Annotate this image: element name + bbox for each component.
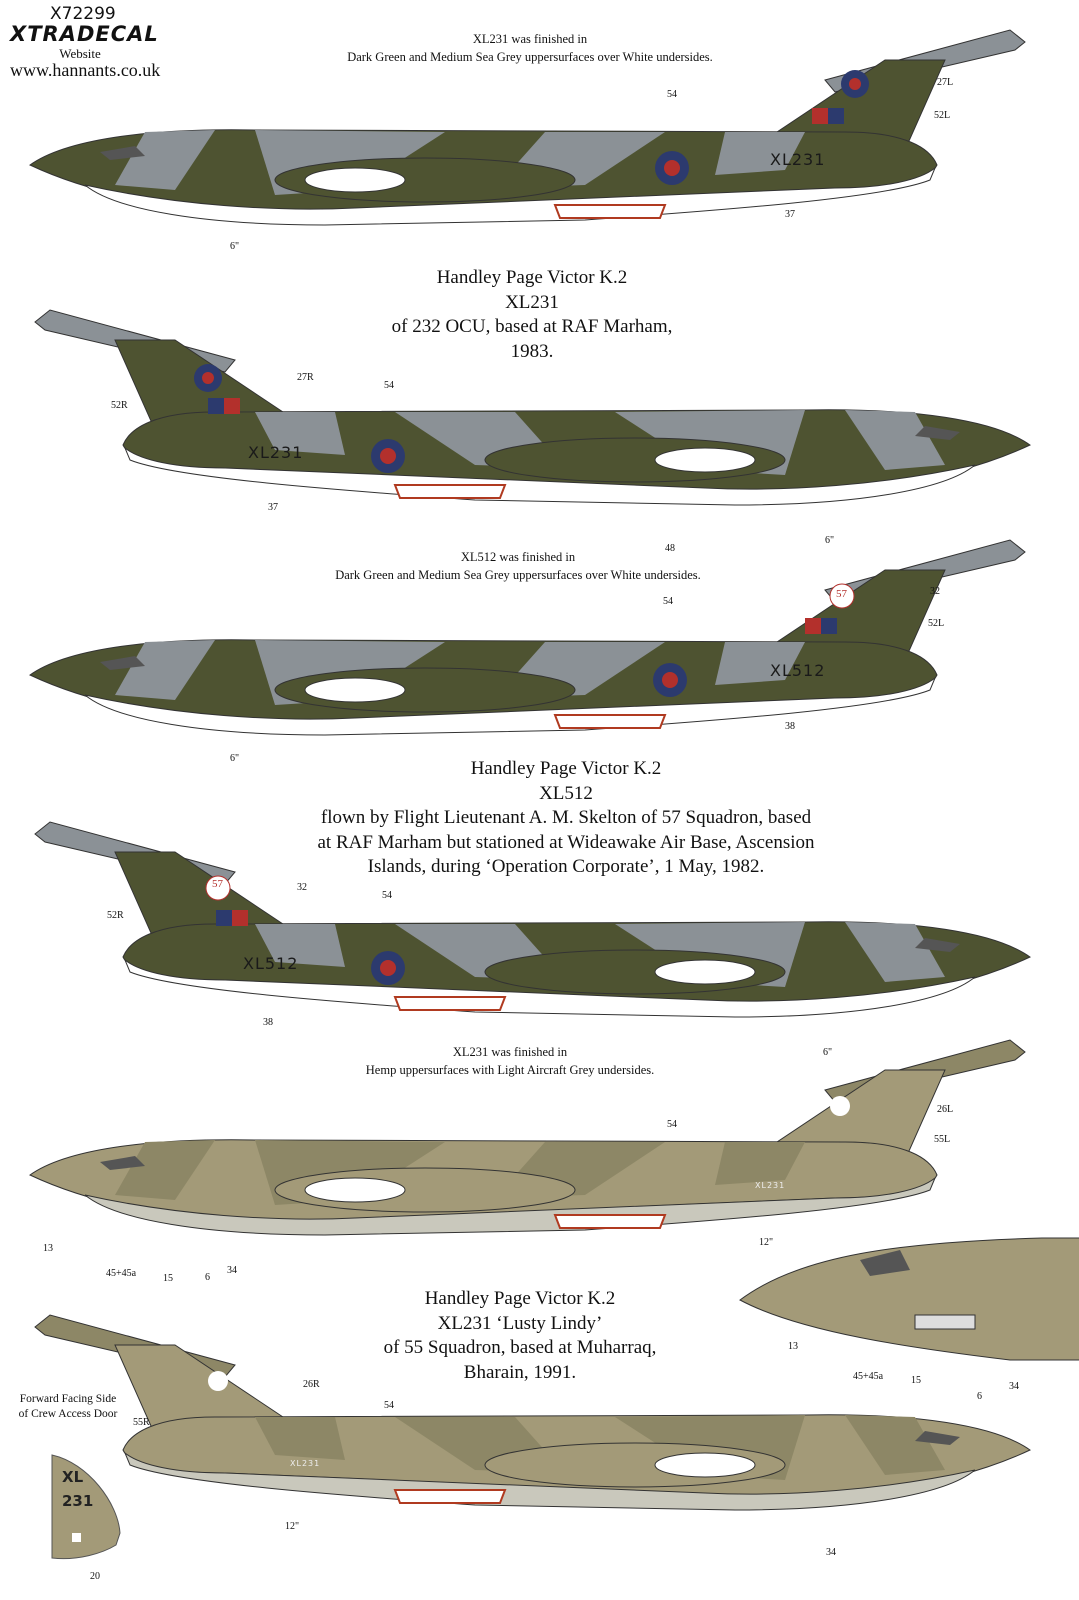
title-line: XL231 ‘Lusty Lindy’ [437,1312,603,1334]
aircraft-profile-xl512-right [30,812,1040,1052]
xtradecal-logo: X72299 XTRADECAL Website www.hannants.co… [10,4,180,81]
title-line: Handley Page Victor K.2 [424,1288,616,1309]
website-label: Website [59,46,101,61]
callout: 12" [285,1521,300,1532]
callout: 20 [90,1571,100,1582]
callout: 45+45a [853,1371,884,1382]
callout: 52R [107,910,124,921]
callout: 6" [823,1047,833,1058]
callout: 38 [263,1017,273,1028]
callout: 27L [937,77,954,88]
callout: 6 [205,1272,210,1283]
callout: 52L [928,618,945,629]
door-caption: Forward Facing Side of Crew Access Door [12,1392,124,1422]
callout: 6" [825,535,835,546]
callout: 6" [230,753,240,764]
serial: XL512 [243,954,299,973]
title-line: of 232 OCU, based at RAF Marham, [391,316,673,337]
callout: 15 [911,1375,921,1386]
callout: 26R [303,1379,320,1390]
brand-name: XTRADECAL [10,22,159,46]
note-line: XL512 was finished in [460,550,576,564]
nose-detail-view [739,1237,1079,1361]
door-xl: XL [62,1468,84,1486]
callout: 52L [934,110,951,121]
title-line: flown by Flight Lieutenant A. M. Skelton… [320,807,812,828]
callout: 45+45a [106,1268,137,1279]
callout: 54 [667,1119,677,1130]
title-line: Bharain, 1991. [463,1361,577,1383]
finish-note-2: XL512 was finished in Dark Green and Med… [335,548,701,584]
crew-access-door [51,1454,121,1560]
title-line: Handley Page Victor K.2 [436,267,628,288]
callout: 54 [667,89,677,100]
title-line: at RAF Marham but stationed at Wideawake… [317,831,815,853]
callout: 34 [826,1547,836,1558]
note-line: Dark Green and Medium Sea Grey uppersurf… [335,568,701,582]
callout: 54 [663,596,673,607]
aircraft-profile-hemp-right [30,1305,1040,1545]
callout: 54 [382,890,392,901]
callout: 37 [785,209,795,220]
callout: 15 [163,1273,173,1284]
lusty-lindy-nose-art [830,1096,850,1116]
note-line: XL231 was finished in [452,1045,568,1059]
product-code: X72299 [50,4,116,24]
caption-line: Forward Facing Side [19,1393,117,1405]
callout: 32 [930,586,940,597]
serial: XL231 [248,443,304,462]
note-line: XL231 was finished in [472,32,588,46]
callout: 32 [297,882,307,893]
callout: 37 [268,502,278,513]
title-line: XL231 [505,291,559,313]
tail-marking: 57 [212,878,223,890]
note-line: Hemp uppersurfaces with Light Aircraft G… [365,1063,655,1077]
finish-note-1: XL231 was finished in Dark Green and Med… [347,30,713,66]
door-231: 231 [62,1492,94,1510]
callout: 13 [788,1341,798,1352]
callout: 13 [43,1243,53,1254]
callout: 54 [384,1400,394,1411]
fin-flash [812,108,828,124]
callout: 55R [133,1417,150,1428]
callout: 6" [230,241,240,252]
profile-title-1: Handley Page Victor K.2 XL231 of 232 OCU… [392,266,673,364]
callout: 38 [785,721,795,732]
title-line: of 55 Squadron, based at Muharraq, [383,1337,657,1358]
website-url[interactable]: www.hannants.co.uk [10,60,161,80]
serial: XL231 [290,1459,321,1468]
aircraft-profile-xl512-left [20,530,1030,770]
callout: 34 [227,1265,237,1276]
callout: 27R [297,372,314,383]
title-line: Handley Page Victor K.2 [470,758,662,779]
finish-note-3: XL231 was finished in Hemp uppersurfaces… [366,1043,654,1079]
callout: 6 [977,1391,982,1402]
callout: 34 [1009,1381,1019,1392]
aircraft-profile-hemp-left [20,1030,1030,1270]
aircraft-profile-xl231-right [30,300,1040,540]
serial: XL231 [755,1181,786,1190]
profile-title-3: Handley Page Victor K.2 XL231 ‘Lusty Lin… [384,1287,657,1385]
note-line: Dark Green and Medium Sea Grey uppersurf… [347,50,713,64]
title-line: Islands, during ‘Operation Corporate’, 1… [367,856,765,877]
aircraft-profile-xl231-left [20,20,1030,260]
callout: 52R [111,400,128,411]
caption-line: of Crew Access Door [18,1408,118,1420]
serial: XL512 [770,661,826,680]
callout: 48 [665,543,675,554]
callout: 54 [384,380,394,391]
profile-title-2: Handley Page Victor K.2 XL512 flown by F… [317,757,814,880]
callout: 26L [937,1104,954,1115]
title-line: 1983. [510,340,554,362]
tail-marking: 57 [836,588,847,600]
title-line: XL512 [539,782,593,804]
callout: 55L [934,1134,951,1145]
callout: 12" [759,1237,774,1248]
serial: XL231 [770,150,826,169]
